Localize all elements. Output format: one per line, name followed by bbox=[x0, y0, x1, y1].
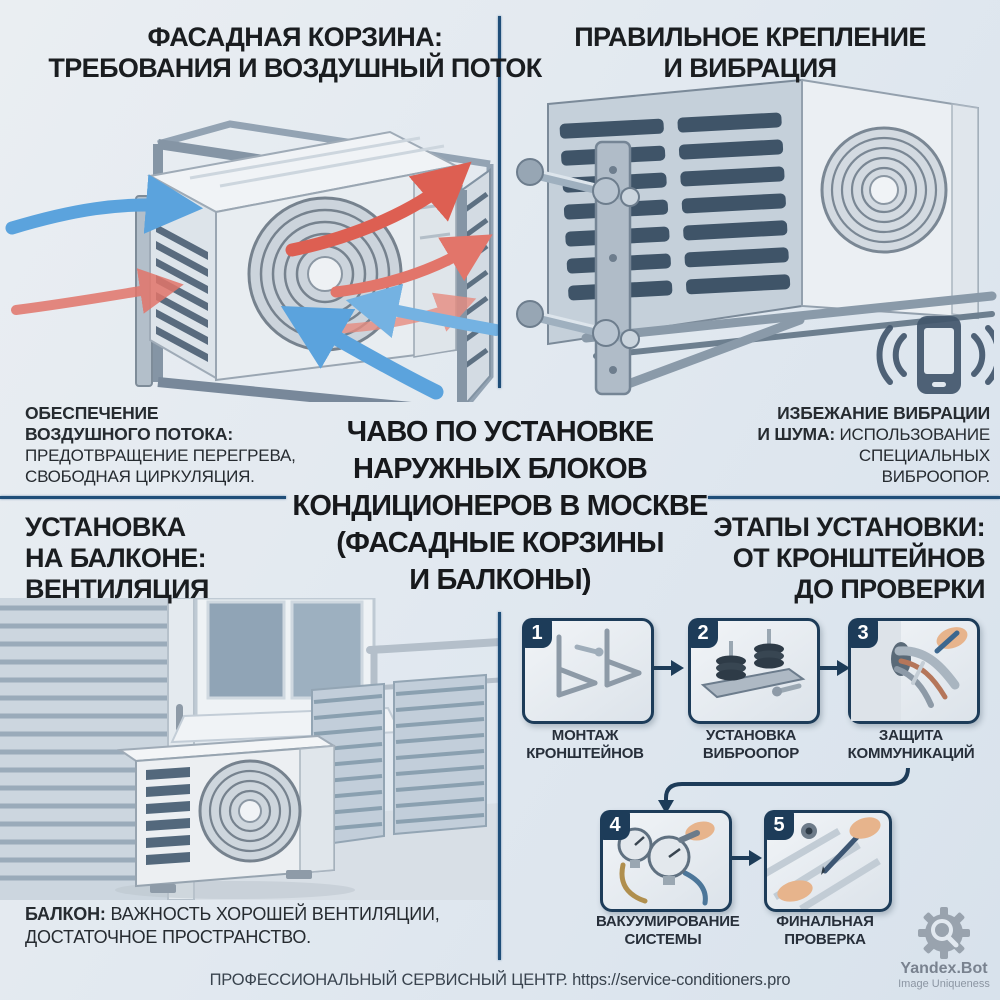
brackets-illustration bbox=[556, 628, 642, 698]
step-number-badge: 5 bbox=[764, 810, 794, 840]
step-label-line: УСТАНОВКА bbox=[705, 727, 797, 744]
step-label-2: УСТАНОВКА ВИБРООПОР bbox=[688, 727, 814, 763]
step-arrow-3-4-elbow bbox=[658, 768, 910, 814]
panel-balcony-title: УСТАНОВКА НА БАЛКОНЕ: ВЕНТИЛЯЦИЯ bbox=[25, 512, 209, 605]
panel-facade-basket-title: ФАСАДНАЯ КОРЗИНА: ТРЕБОВАНИЯ И ВОЗДУШНЫЙ… bbox=[0, 22, 590, 84]
step-label-line: ПРОВЕРКА bbox=[784, 931, 866, 948]
step-card-4: 4 bbox=[600, 810, 732, 912]
divider-horizontal-right bbox=[708, 496, 1000, 499]
footer-service-line: ПРОФЕССИОНАЛЬНЫЙ СЕРВИСНЫЙ ЦЕНТР. https:… bbox=[209, 971, 791, 989]
title-line: ТРЕБОВАНИЯ И ВОЗДУШНЫЙ ПОТОК bbox=[48, 53, 542, 83]
caption-rest: ВАЖНОСТЬ ХОРОШЕЙ ВЕНТИЛЯЦИИ, bbox=[105, 904, 440, 924]
vacuum-gauges-illustration bbox=[617, 821, 715, 906]
title-line: ДО ПРОВЕРКИ bbox=[794, 574, 985, 604]
divider-vertical-bottom bbox=[498, 612, 501, 960]
panel-steps-title: ЭТАПЫ УСТАНОВКИ: ОТ КРОНШТЕЙНОВ ДО ПРОВЕ… bbox=[560, 512, 985, 605]
step-label-line: ФИНАЛЬНАЯ bbox=[776, 913, 874, 930]
caption-line: СПЕЦИАЛЬНЫХ bbox=[858, 446, 990, 465]
phone-vibration-icon bbox=[876, 316, 994, 394]
step-card-1: 1 bbox=[522, 618, 654, 724]
cold-air-arrow bbox=[5, 174, 204, 235]
step-number-badge: 2 bbox=[688, 618, 718, 648]
step-number-badge: 4 bbox=[600, 810, 630, 840]
panel-mounting-title: ПРАВИЛЬНОЕ КРЕПЛЕНИЕ И ВИБРАЦИЯ bbox=[500, 22, 1000, 84]
caption-line: ВОЗДУШНОГО ПОТОКА: bbox=[25, 424, 233, 444]
caption-bold: И ШУМА: bbox=[757, 424, 835, 444]
step-label-line: СИСТЕМЫ bbox=[624, 931, 702, 948]
main-title-line: (ФАСАДНЫЕ КОРЗИНЫ bbox=[336, 527, 664, 559]
caption-line: ВИБРООПОР. bbox=[881, 467, 991, 486]
title-line: УСТАНОВКА bbox=[25, 512, 186, 542]
step-label-4: ВАКУУМИРОВАНИЕ СИСТЕМЫ bbox=[596, 913, 740, 949]
step-card-2: 2 bbox=[688, 618, 820, 724]
hot-air-arrow bbox=[285, 161, 472, 257]
title-line: ПРАВИЛЬНОЕ КРЕПЛЕНИЕ bbox=[574, 22, 926, 52]
step-arrow-1-2 bbox=[654, 660, 684, 676]
anchor-bolt bbox=[516, 158, 640, 207]
main-title: ЧАВО ПО УСТАНОВКЕ НАРУЖНЫХ БЛОКОВ КОНДИЦ… bbox=[0, 414, 1000, 599]
panel-mounting-caption: ИЗБЕЖАНИЕ ВИБРАЦИИ И ШУМА: ИСПОЛЬЗОВАНИЕ… bbox=[700, 403, 990, 487]
step-label-line: ВИБРООПОР bbox=[702, 745, 800, 762]
caption-line: ОБЕСПЕЧЕНИЕ bbox=[25, 403, 159, 423]
rubber-mount bbox=[716, 641, 746, 681]
watermark-subtitle: Image Uniqueness bbox=[898, 978, 990, 990]
caption-line: ИЗБЕЖАНИЕ ВИБРАЦИИ bbox=[777, 403, 990, 423]
caption-rest: ИСПОЛЬЗОВАНИЕ bbox=[834, 425, 990, 444]
step-label-line: ЗАЩИТА bbox=[878, 727, 944, 744]
main-title-line: НАРУЖНЫХ БЛОКОВ bbox=[352, 453, 648, 485]
rubber-mount bbox=[754, 629, 784, 669]
title-line: НА БАЛКОНЕ: bbox=[25, 543, 207, 573]
title-line: И ВИБРАЦИЯ bbox=[663, 53, 837, 83]
step-label-5: ФИНАЛЬНАЯ ПРОВЕРКА bbox=[764, 913, 886, 949]
step-label-line: МОНТАЖ bbox=[551, 727, 619, 744]
step-number-badge: 3 bbox=[848, 618, 878, 648]
title-line: ОТ КРОНШТЕЙНОВ bbox=[732, 543, 986, 573]
step-card-5: 5 bbox=[761, 810, 892, 912]
vibration-mounts-illustration bbox=[700, 629, 806, 699]
panel-facade-basket-caption: ОБЕСПЕЧЕНИЕ ВОЗДУШНОГО ПОТОКА: ПРЕДОТВРА… bbox=[25, 403, 296, 487]
title-line: ФАСАДНАЯ КОРЗИНА: bbox=[147, 22, 444, 52]
step-card-3: 3 bbox=[848, 618, 980, 724]
hot-air-arrow bbox=[11, 268, 184, 315]
caption-line: ДОСТАТОЧНОЕ ПРОСТРАНСТВО. bbox=[25, 927, 311, 947]
cold-air-arrow bbox=[345, 283, 500, 338]
balcony-illustration bbox=[0, 598, 500, 900]
main-title-line: ЧАВО ПО УСТАНОВКЕ bbox=[346, 416, 654, 448]
step-label-1: МОНТАЖ КРОНШТЕЙНОВ bbox=[522, 727, 648, 763]
balcony-shutter-panels bbox=[311, 673, 487, 848]
main-title-line: КОНДИЦИОНЕРОВ В МОСКВЕ bbox=[292, 490, 708, 522]
divider-horizontal-left bbox=[0, 496, 286, 499]
step-arrow-2-3 bbox=[820, 660, 850, 676]
caption-bold: БАЛКОН: bbox=[25, 904, 106, 924]
mounting-illustration bbox=[516, 78, 997, 396]
final-check-illustration bbox=[761, 817, 881, 912]
cold-air-arrow bbox=[280, 305, 444, 400]
caption-line: И ШУМА: ИСПОЛЬЗОВАНИЕ bbox=[700, 424, 990, 445]
step-number-badge: 1 bbox=[522, 618, 552, 648]
watermark: Yandex.Bot Image Uniqueness bbox=[888, 906, 1000, 991]
facade-basket-illustration bbox=[5, 120, 500, 402]
caption-line: СВОБОДНАЯ ЦИРКУЛЯЦИЯ. bbox=[25, 467, 255, 486]
caption-line: БАЛКОН: ВАЖНОСТЬ ХОРОШЕЙ ВЕНТИЛЯЦИИ, bbox=[25, 903, 440, 926]
gear-search-icon bbox=[918, 907, 970, 959]
step-label-line: КОММУНИКАЦИЙ bbox=[847, 745, 975, 762]
panel-balcony-caption: БАЛКОН: ВАЖНОСТЬ ХОРОШЕЙ ВЕНТИЛЯЦИИ, ДОС… bbox=[25, 903, 440, 949]
step-arrow-4-5 bbox=[732, 850, 762, 866]
step-label-3: ЗАЩИТА КОММУНИКАЦИЙ bbox=[846, 727, 976, 763]
watermark-name: Yandex.Bot bbox=[900, 960, 988, 977]
title-line: ЭТАПЫ УСТАНОВКИ: bbox=[713, 512, 985, 542]
step-label-line: ВАКУУМИРОВАНИЕ bbox=[596, 913, 740, 930]
main-title-line: И БАЛКОНЫ) bbox=[409, 564, 591, 596]
step-label-line: КРОНШТЕЙНОВ bbox=[526, 745, 644, 762]
anchor-bolt bbox=[516, 300, 640, 349]
divider-vertical-top bbox=[498, 16, 501, 388]
title-line: ВЕНТИЛЯЦИЯ bbox=[25, 574, 209, 604]
caption-line: ПРЕДОТВРАЩЕНИЕ ПЕРЕГРЕВА, bbox=[25, 446, 296, 465]
